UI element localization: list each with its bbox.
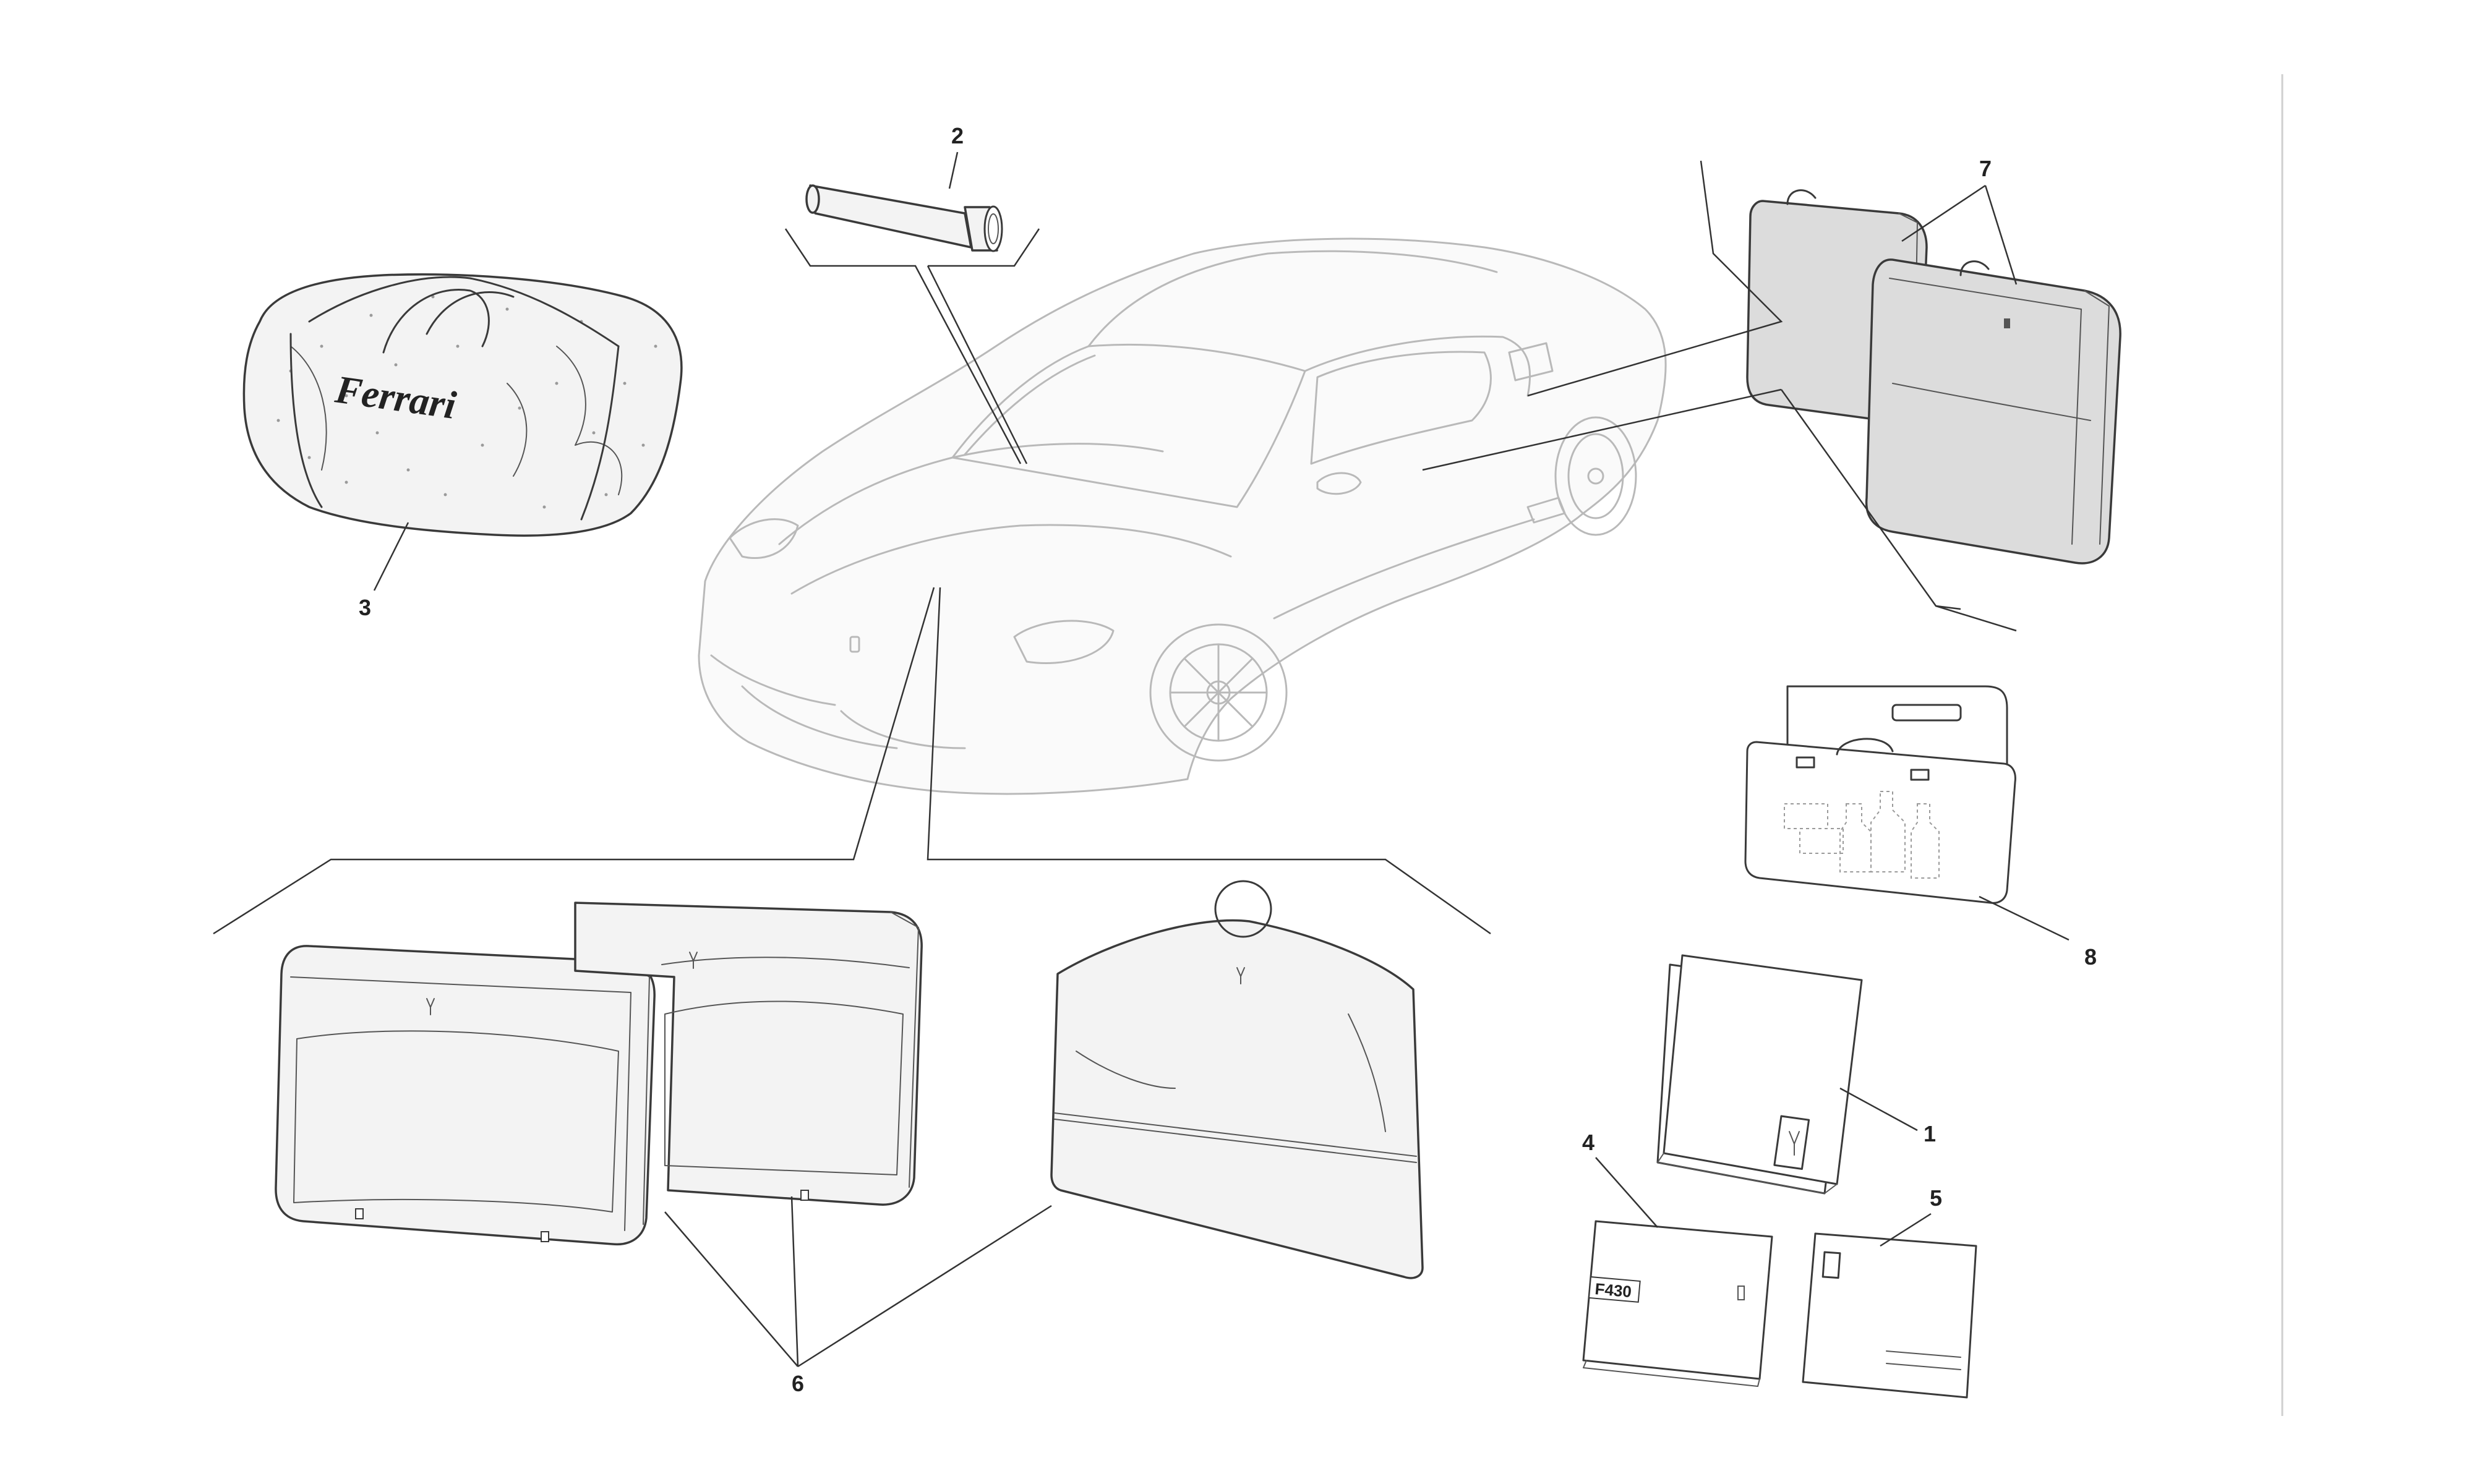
leader-7 — [1422, 160, 2018, 632]
leader-2 — [784, 151, 1040, 464]
leader-4 — [1595, 1157, 1658, 1228]
luggage-set-front — [275, 880, 1424, 1279]
leader-8 — [1979, 895, 2070, 941]
callout-5: 5 — [1930, 1185, 1942, 1211]
callout-6: 6 — [792, 1371, 804, 1396]
luggage-set-rear — [1746, 189, 2121, 565]
leader-3 — [373, 522, 409, 591]
car-care-kit — [1744, 685, 2016, 904]
manual-model-label: F430 — [1594, 1279, 1632, 1301]
callout-3: 3 — [359, 595, 371, 620]
leader-1 — [1839, 1087, 1918, 1132]
car-outline — [698, 237, 1667, 795]
callout-2: 2 — [951, 123, 964, 148]
f430-manual: F430 — [1582, 1220, 1773, 1387]
warranty-booklet — [1802, 1232, 1977, 1399]
callout-8: 8 — [2084, 944, 2097, 970]
callout-4: 4 — [1582, 1130, 1594, 1155]
flashlight — [805, 184, 1003, 252]
document-folder — [1656, 954, 1863, 1195]
callout-7: 7 — [1979, 156, 1992, 181]
car-cover-bag: Ferrari — [242, 273, 683, 537]
callout-1: 1 — [1924, 1121, 1936, 1146]
leader-6 — [213, 587, 1491, 1368]
leader-5 — [1880, 1213, 1932, 1247]
